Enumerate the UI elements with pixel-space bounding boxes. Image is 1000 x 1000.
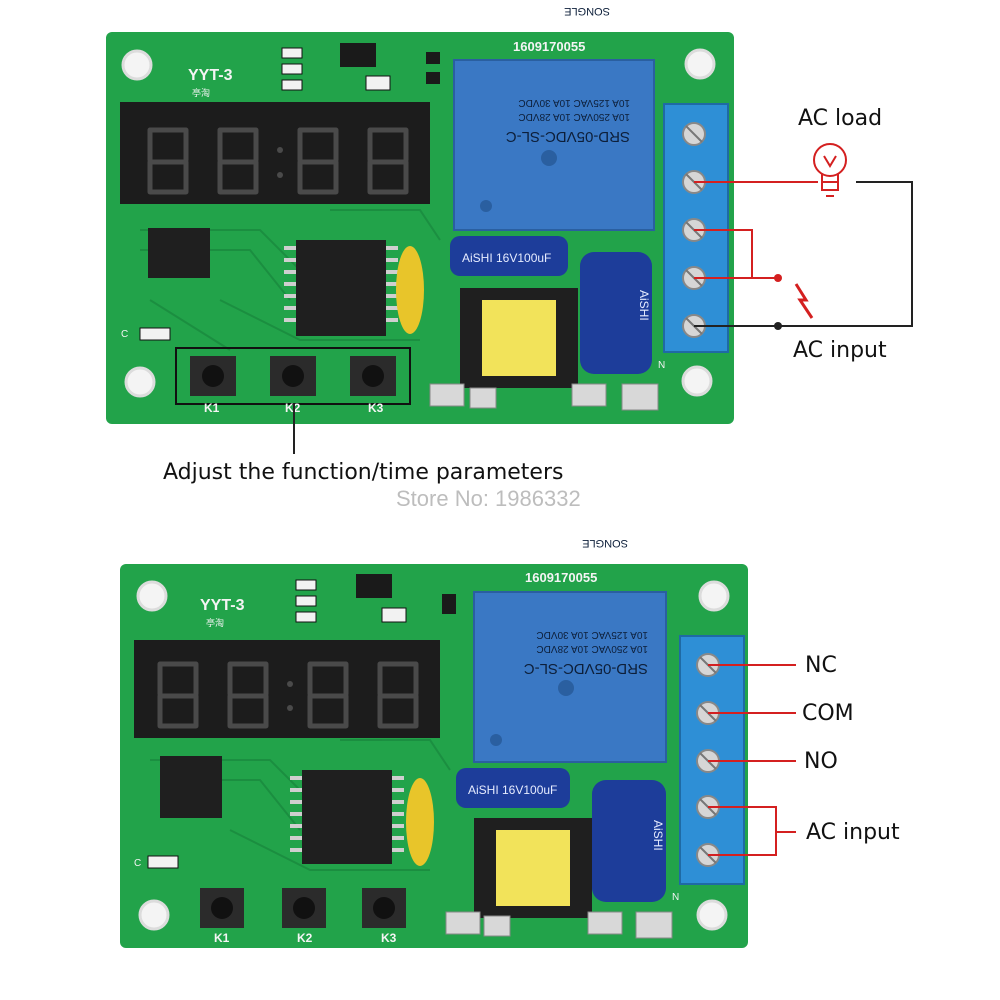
smd-components: [281, 43, 440, 91]
serial-number: 1609170055: [525, 570, 597, 585]
ac-load-label: AC load: [798, 106, 883, 131]
transformer: [460, 288, 578, 388]
button-label-k2: K2: [285, 401, 301, 415]
model-label: YYT-3: [188, 67, 233, 84]
wire-junction-red: [774, 274, 782, 282]
button-label-k1: K1: [204, 401, 220, 415]
cap-label: AiSHI 16V100uF: [468, 783, 557, 797]
pad-label-n: N: [672, 892, 679, 903]
top-wiring: [694, 181, 913, 327]
button-label-k1: K1: [214, 931, 230, 945]
relay: SRD-05VDC-SL-C 10A 250VAC 10A 28VDC 10A …: [453, 5, 655, 231]
ic-chip: [290, 770, 404, 864]
relay-brand: SONGLE: [582, 537, 628, 549]
button-label-k3: K3: [368, 401, 384, 415]
relay-brand: SONGLE: [564, 5, 610, 17]
small-electrolytic-capacitor: AiSHI 16V100uF: [450, 236, 568, 276]
switch-spark-icon: [794, 283, 814, 319]
cap-label: AiSHI 16V100uF: [462, 251, 551, 265]
large-electrolytic-capacitor: AiSHI: [592, 780, 666, 902]
relay-model: SRD-05VDC-SL-C: [506, 128, 630, 145]
terminal-block: [663, 103, 729, 353]
smd-led: [147, 855, 179, 869]
pcb-pins: [445, 911, 673, 939]
small-electrolytic-capacitor: AiSHI 16V100uF: [456, 768, 570, 808]
yellow-capacitor: [406, 778, 434, 866]
relay-rating-1: 10A 250VAC 10A 28VDC: [518, 111, 630, 122]
nc-label: NC: [805, 653, 837, 678]
model-sub-label: 亭淘: [192, 87, 210, 98]
transformer: [474, 818, 592, 918]
relay: SRD-05VDC-SL-C 10A 250VAC 10A 28VDC 10A …: [473, 537, 667, 763]
yellow-capacitor: [396, 246, 424, 334]
relay-rating-2: 10A 125VAC 10A 30VDC: [518, 97, 630, 108]
big-cap-label: AiSHI: [651, 820, 665, 851]
pcb-pins: [429, 383, 659, 411]
button-label-k3: K3: [381, 931, 397, 945]
model-label: YYT-3: [200, 597, 245, 614]
large-electrolytic-capacitor: AiSHI: [580, 252, 652, 374]
smd-components: [295, 574, 456, 623]
adjust-parameters-caption: Adjust the function/time parameters: [163, 460, 564, 485]
model-sub-label: 亭淘: [206, 617, 224, 628]
small-chip: [160, 756, 222, 818]
light-bulb-icon: [813, 143, 847, 197]
button-label-k2: K2: [297, 931, 313, 945]
small-chip: [148, 228, 210, 278]
big-cap-label: AiSHI: [637, 290, 651, 321]
ac-input-label-top: AC input: [793, 338, 887, 363]
push-buttons: [200, 888, 406, 928]
smd-led: [139, 327, 171, 341]
relay-rating-2: 10A 125VAC 10A 30VDC: [536, 629, 648, 640]
ic-chip: [284, 240, 398, 336]
store-watermark: Store No: 1986332: [396, 486, 581, 511]
com-label: COM: [802, 701, 854, 726]
relay-model: SRD-05VDC-SL-C: [524, 660, 648, 677]
seven-segment-display: [120, 102, 430, 204]
seven-segment-display: [134, 640, 440, 738]
serial-number: 1609170055: [513, 39, 585, 54]
push-buttons: [190, 356, 396, 396]
relay-rating-1: 10A 250VAC 10A 28VDC: [536, 643, 648, 654]
pad-label-c: C: [121, 329, 128, 340]
wire-junction-black: [774, 322, 782, 330]
pad-label-n: N: [658, 360, 665, 371]
bottom-wiring: [708, 664, 796, 856]
no-label: NO: [804, 749, 838, 774]
ac-input-label-bottom: AC input: [806, 820, 900, 845]
pad-label-c: C: [134, 858, 141, 869]
